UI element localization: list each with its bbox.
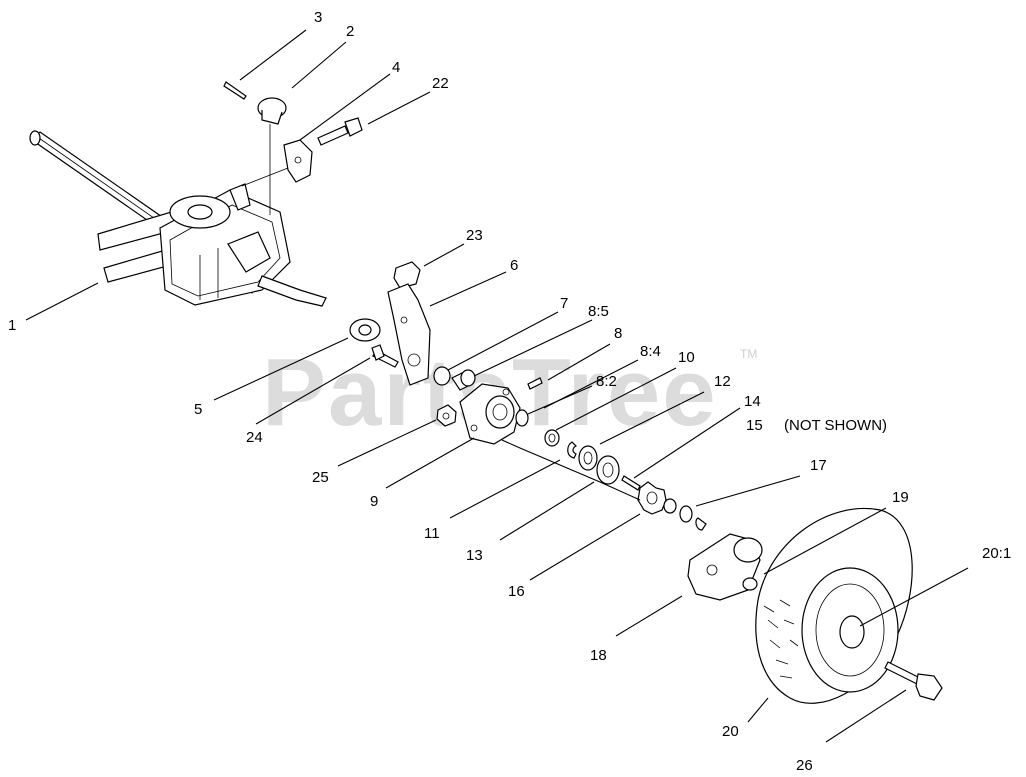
washer-19 [742,577,758,591]
callout-14: 14 [744,393,761,410]
callout-11: 11 [424,525,440,542]
bolt-24 [371,344,399,368]
leader-lines [25,29,969,743]
washer-10 [544,429,560,447]
wheel-20 [755,508,913,704]
screw-8 [527,377,543,390]
callout-8-5: 8:5 [588,303,609,320]
callout-12: 12 [714,373,731,390]
callout-2: 2 [346,23,354,40]
wheel-bolt-26 [884,661,943,701]
ring-7 [433,366,451,386]
spacer-17 [663,498,707,531]
pin-14 [621,475,641,491]
transmission-housing [159,183,327,307]
cable-knob [257,97,287,215]
callout-19: 19 [892,489,909,506]
bushing [451,369,476,391]
callout-18: 18 [590,647,607,664]
callout-23: 23 [466,227,483,244]
cable-bracket [241,139,313,187]
callout-22: 22 [432,75,449,92]
seal-13 [578,445,598,471]
callout-3: 3 [314,9,322,26]
callout-26: 26 [796,757,813,774]
not-shown-note: (NOT SHOWN) [784,417,887,434]
callout-25: 25 [312,469,329,486]
callout-9: 9 [370,493,378,510]
callout-16: 16 [508,583,525,600]
callout-17: 17 [810,457,827,474]
cotter-pin [223,81,247,100]
callout-labels: 3 2 4 22 1 23 6 7 8:5 8 8:4 10 8:2 12 14… [8,9,1011,774]
watermark-trademark: TM [740,347,757,361]
callout-6: 6 [510,257,518,274]
gear-8-2 [515,409,529,427]
callout-8-2: 8:2 [596,373,617,390]
callout-4: 4 [392,59,400,76]
lever-plate-6 [387,283,431,386]
washer-5 [349,318,381,342]
callout-7: 7 [560,295,568,312]
callout-8-4: 8:4 [640,343,661,360]
callout-20: 20 [722,723,739,740]
nut-25 [436,404,457,427]
callout-8: 8 [614,325,622,342]
callout-13: 13 [466,547,483,564]
latch-23 [393,261,421,289]
callout-15: 15 [746,417,763,434]
callout-5: 5 [194,401,202,418]
retaining-ring-11 [567,441,578,459]
washer-12 [596,455,620,485]
pinion-gear-16 [637,481,667,515]
bracket-bolt [317,117,363,146]
callout-20-1: 20:1 [982,545,1011,562]
callout-24: 24 [246,429,263,446]
gear-case-9 [459,383,521,445]
callout-1: 1 [8,317,16,334]
callout-10: 10 [678,349,695,366]
